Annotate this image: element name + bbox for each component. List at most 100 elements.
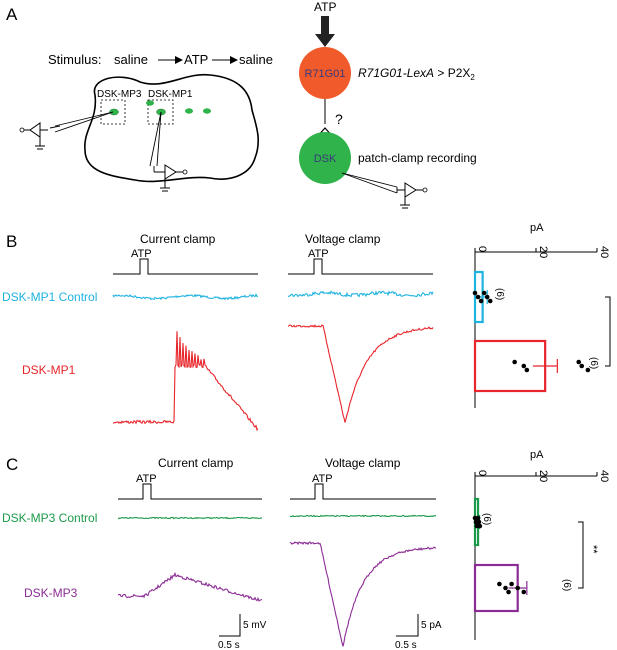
recording-electrode xyxy=(341,172,428,209)
b-point-1-2 xyxy=(524,367,530,373)
c-control-trace-cc xyxy=(117,516,263,520)
c-tick-label-2: 40 xyxy=(598,470,610,482)
b-test-trace-cc xyxy=(112,331,259,432)
b-test-label: DSK-MP1 xyxy=(22,363,76,377)
dsk-node xyxy=(299,132,351,184)
c-traces xyxy=(117,514,437,647)
b-point-1-1 xyxy=(521,363,527,369)
b-chart-unit: pA xyxy=(530,222,544,234)
c-test-trace-cc xyxy=(118,571,263,602)
c-scale-mv: 5 mV xyxy=(243,620,267,631)
r71g01-label: R71G01 xyxy=(305,68,346,80)
stimulus-step-2: ATP xyxy=(184,52,208,67)
b-tick-label-0: 0 xyxy=(476,246,488,252)
b-current-clamp-title: Current clamp xyxy=(140,232,216,246)
b-tick-label-2: 40 xyxy=(598,246,610,258)
panel-letter-a: A xyxy=(6,5,18,24)
b-stimulus-trace-vc xyxy=(288,258,433,275)
c-scale-pa: 5 pA xyxy=(421,620,442,631)
c-current-clamp-title: Current clamp xyxy=(158,456,234,470)
dsk-label: DSK xyxy=(314,153,337,165)
b-bar-chart: pA 0 20 40 (6) (6) ** xyxy=(472,222,617,408)
c-point-0-4 xyxy=(476,519,482,525)
r71g01-node xyxy=(299,47,351,99)
stimulus-label: Stimulus: xyxy=(48,52,101,67)
b-point-0-4 xyxy=(484,294,490,300)
c-stimulus-trace-vc xyxy=(290,483,436,500)
b-point-0-3 xyxy=(481,290,487,296)
c-tick-label-1: 20 xyxy=(537,470,549,482)
mp3-box xyxy=(100,99,126,125)
b-point-0-1 xyxy=(475,294,481,300)
c-point-1-4 xyxy=(515,585,520,591)
panel-letter-c: C xyxy=(6,455,18,474)
c-bar-chart: pA 0 20 40 (6) (6) ** xyxy=(472,449,610,640)
c-n-label-1: (6) xyxy=(561,579,572,591)
genotype-label: R71G01-LexA > P2X2 xyxy=(358,66,475,82)
c-significance: ** xyxy=(587,545,599,554)
c-significance-bracket xyxy=(578,521,584,589)
b-point-0-0 xyxy=(472,290,478,296)
c-atp-label-cc: ATP xyxy=(136,473,157,485)
b-significance: ** xyxy=(613,332,617,341)
c-point-0-5 xyxy=(477,523,483,529)
c-tick-label-0: 0 xyxy=(476,470,488,476)
c-test-label: DSK-MP3 xyxy=(24,586,78,600)
genotype-suffix: > P2X xyxy=(434,66,470,80)
recording-label: patch-clamp recording xyxy=(358,151,477,165)
b-control-trace-cc xyxy=(112,293,259,301)
b-point-0-5 xyxy=(487,298,493,304)
genotype-subscript: 2 xyxy=(470,73,475,82)
c-chart-unit: pA xyxy=(530,449,544,461)
b-point-1-3 xyxy=(576,359,581,365)
b-atp-label-vc: ATP xyxy=(308,248,329,260)
neuron-extra-3 xyxy=(203,108,211,114)
b-tick-label-1: 20 xyxy=(537,246,549,258)
atp-input-arrow xyxy=(315,16,335,47)
c-scale-time-cc: 0.5 s xyxy=(218,640,240,650)
neuron-label-mp3: DSK-MP3 xyxy=(97,89,142,100)
c-scale-time-vc: 0.5 s xyxy=(395,640,417,650)
b-n-label-0: (6) xyxy=(494,288,505,300)
b-voltage-clamp-title: Voltage clamp xyxy=(305,232,381,246)
b-stimulus-trace-cc xyxy=(113,258,258,275)
c-point-1-1 xyxy=(503,585,508,591)
b-atp-label-cc: ATP xyxy=(131,248,152,260)
b-traces xyxy=(112,290,434,432)
panel-letter-b: B xyxy=(6,232,17,251)
electrode-left xyxy=(19,111,114,150)
c-point-0-3 xyxy=(475,515,481,521)
b-point-1-5 xyxy=(585,367,591,373)
b-significance-bracket xyxy=(605,296,611,367)
stimulus-line: Stimulus: saline ATP saline xyxy=(48,52,273,67)
neuron-label-mp1: DSK-MP1 xyxy=(148,89,193,100)
b-control-trace-vc xyxy=(288,290,434,298)
neuron-extra-2 xyxy=(185,108,193,114)
c-point-1-2 xyxy=(506,589,511,595)
b-point-0-2 xyxy=(478,298,484,304)
stimulus-step-1: saline xyxy=(114,52,148,67)
b-point-1-0 xyxy=(512,359,517,365)
c-control-trace-vc xyxy=(289,514,437,518)
brain-outline xyxy=(84,73,259,183)
c-atp-label-vc: ATP xyxy=(312,473,333,485)
c-control-label: DSK-MP3 Control xyxy=(2,511,97,525)
c-stimulus-trace-cc xyxy=(118,483,262,500)
c-n-label-0: (6) xyxy=(481,513,492,525)
genotype-italic: R71G01-LexA xyxy=(358,66,434,80)
c-scale-bar-vc: 5 pA 0.5 s xyxy=(395,614,442,650)
b-test-trace-vc xyxy=(287,324,434,423)
neuron-extra-1 xyxy=(146,100,154,106)
neuron-mp3 xyxy=(109,108,119,116)
electrode-right xyxy=(149,111,188,192)
stimulus-step-3: saline xyxy=(239,52,273,67)
b-n-label-1: (6) xyxy=(588,357,599,369)
c-scale-bar-cc: 5 mV 0.5 s xyxy=(218,614,267,650)
c-voltage-clamp-title: Voltage clamp xyxy=(325,456,401,470)
c-point-1-5 xyxy=(521,589,527,595)
b-point-1-4 xyxy=(579,363,585,369)
c-point-1-3 xyxy=(509,581,514,587)
c-test-trace-vc xyxy=(289,541,437,647)
c-point-1-0 xyxy=(497,581,502,587)
